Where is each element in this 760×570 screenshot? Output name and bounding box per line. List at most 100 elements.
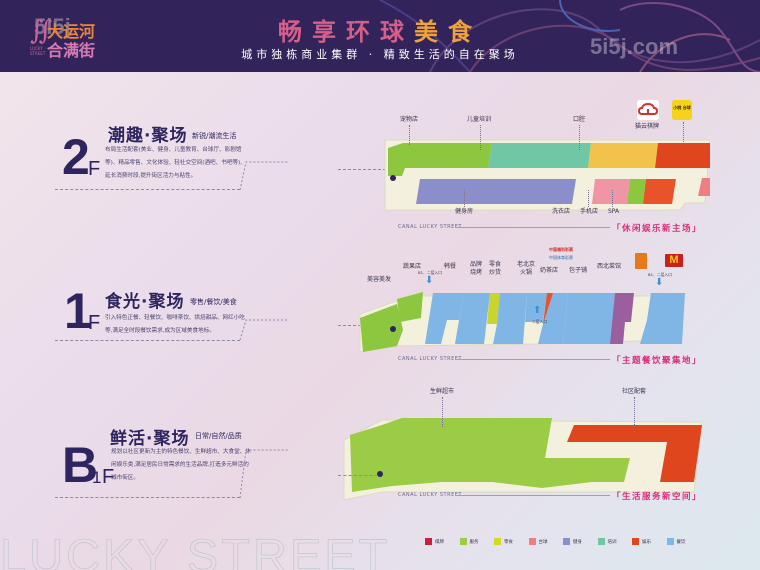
canal-line [455, 227, 610, 228]
legend-swatch [632, 538, 639, 545]
leader-line [634, 397, 635, 427]
floor-description-2f: 布局生活配套(美业、健身、儿童教育、台球厅、影剧馆等)、精品零售、文化体验、轻社… [105, 147, 242, 179]
lucky-street-outline-text: LUCKY STREET [0, 529, 391, 570]
logo-line-1: 大运河 [47, 22, 96, 41]
connector-line [239, 161, 288, 191]
page-title: 畅享环球美食 [278, 18, 482, 46]
shop-label: 包子铺 [569, 267, 588, 274]
shop-label: 奶茶店 [540, 267, 559, 274]
connector-line [338, 325, 376, 326]
floor-title-1f: 食光·聚场 [105, 292, 185, 312]
legend-item: 餐饮 [666, 538, 702, 545]
floor-title-2f: 潮趣·聚场 [108, 126, 188, 146]
legend-item: 培训 [597, 538, 633, 545]
canal-line [455, 495, 610, 496]
logo-sub: LUCKY STREET [30, 46, 46, 56]
shop-label: 手机店 [580, 208, 599, 215]
floor-description-b1f: 规划以社区更新为主的特色餐饮、生鲜超市、大食堂、休闲娱乐类,满足居民日常需求的生… [111, 449, 251, 481]
legend-swatch [425, 538, 432, 545]
welfare-lottery-logo-icon: 中国福利彩票 [549, 247, 573, 252]
legend-item: 服务 [459, 538, 495, 545]
connector-line [338, 475, 378, 476]
floor-slogan-1f: 「主题餐饮聚集地」 [612, 356, 703, 366]
floor-tag-2f: 新锐/潮流生活 [192, 132, 237, 140]
leader-line [464, 190, 465, 207]
legend-swatch [597, 538, 605, 545]
entry-label: B1、二层入口 [418, 270, 443, 275]
legend-item: 台球 [528, 538, 564, 545]
legend-item: 棋牌 [425, 538, 460, 545]
legend-swatch [528, 538, 536, 545]
entry-label: B1、二层入口 [648, 272, 673, 277]
floor-description-1f: 引入特色正餐、轻餐饮、咖啡茶饮、烘焙甜品、网红小吃等,满足全时段餐饮需求,成为区… [105, 315, 245, 334]
page-subtitle: 城市独栋商业集群 · 精致生活的自在聚场 [241, 48, 519, 61]
logo-line-2: 合满街 [47, 41, 96, 60]
legend-swatch [666, 538, 674, 545]
mixue-logo-icon [635, 253, 647, 269]
shop-label: 洗衣店 [552, 208, 571, 215]
color-legend: 棋牌 服务 零食 台球 健身 培训 娱乐 餐饮 [425, 538, 701, 545]
shop-label: 零食炒货 [488, 261, 501, 276]
entry-arrow-icon: ⬇ [655, 277, 664, 288]
floor-number-b1f: B [62, 437, 99, 493]
shop-label: 韩餐 [444, 263, 457, 270]
divider [55, 497, 240, 498]
leader-line [480, 125, 481, 150]
floorplan-1f [359, 292, 685, 353]
floor-slogan-b1f: 「生活服务新空间」 [612, 492, 703, 502]
canal-label: CANAL LUCKY STREET [398, 356, 462, 362]
shop-label: 品牌烧烤 [469, 261, 482, 276]
floor-suffix: F [88, 312, 101, 334]
connector-line [338, 169, 396, 170]
floor-title-b1f: 鲜活·聚场 [110, 429, 190, 449]
entry-label: 二层入口 [532, 319, 548, 324]
watermark: 5i5j.com [590, 34, 679, 59]
shop-label: 猫云棋牌 [635, 123, 660, 130]
floor-tag-b1f: 日常/自然/品质 [195, 432, 242, 440]
shop-label: 健身房 [455, 208, 474, 215]
logo-mark-icon: ∬ [30, 16, 53, 46]
entry-arrow-icon: ⬆ [533, 305, 542, 316]
shop-label: SPA [608, 208, 620, 215]
leader-line [409, 125, 410, 145]
leader-line [579, 125, 580, 150]
canal-line [455, 359, 610, 360]
shop-label: 蔬果店 [403, 263, 422, 270]
shop-label: 口腔 [573, 116, 586, 123]
shop-label: 老北京火锅 [516, 261, 535, 276]
maoyun-chess-logo-icon [637, 100, 659, 120]
leader-line [612, 190, 613, 207]
legend-swatch [563, 538, 570, 545]
brand-logo: ∬ 大运河 合满街 LUCKY STREET [30, 14, 105, 60]
legend-item: 娱乐 [632, 538, 667, 545]
floor-suffix: F [88, 158, 101, 180]
divider [55, 189, 240, 190]
header-banner: 5i5j 5i5j.com ∬ 大运河 合满街 LUCKY STREET 畅享环… [0, 0, 760, 72]
floorplan-2f [384, 139, 710, 211]
legend-item: 健身 [563, 538, 598, 545]
connector-line [239, 319, 288, 341]
divider [55, 340, 240, 341]
floor-tag-1f: 零售/餐饮/美食 [190, 298, 237, 306]
leader-line [442, 397, 443, 427]
legend-swatch [459, 538, 467, 545]
watermark: 5i5j [34, 14, 71, 39]
shop-label: 生鲜超市 [430, 388, 455, 395]
connector-line [239, 449, 288, 499]
shop-label: 儿童培训 [467, 116, 492, 123]
floor-number-2f: 2 [62, 129, 90, 185]
canal-label: CANAL LUCKY STREET [398, 492, 462, 498]
floorplan-b1f [343, 418, 703, 500]
floor-slogan-2f: 「休闲娱乐新主场」 [612, 224, 703, 234]
shop-label: 社区配套 [622, 388, 647, 395]
mcdonalds-logo-icon: M [665, 254, 683, 267]
floor-number-1f: 1 [64, 283, 92, 339]
floor-subnumber: 1 [92, 468, 102, 487]
legend-swatch [494, 538, 501, 545]
sports-lottery-logo-icon: 中国体育彩票 [549, 255, 573, 260]
shop-label: 美容美发 [367, 276, 392, 283]
swirl-decoration [379, 0, 760, 72]
shop-label: 宠物店 [400, 116, 419, 123]
canal-label: CANAL LUCKY STREET [398, 224, 462, 230]
floor-suffix: F [102, 466, 115, 488]
